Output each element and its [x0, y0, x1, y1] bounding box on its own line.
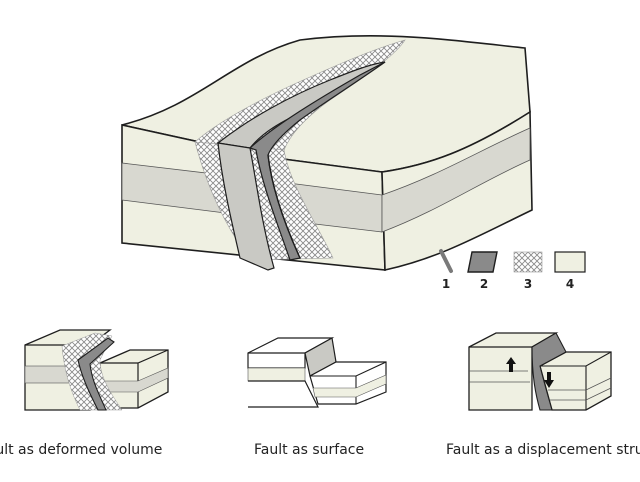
panel-surface: Fault as surface	[247, 337, 387, 458]
fault-line-icon	[439, 249, 453, 273]
legend-number-3: 3	[524, 277, 532, 291]
caption-deformed-volume: Fault as deformed volume	[0, 442, 162, 458]
caption-surface: Fault as surface	[254, 442, 364, 458]
legend-number-2: 2	[480, 277, 488, 291]
damage-zone-icon	[513, 251, 543, 273]
p1-fault-core	[77, 337, 115, 411]
legend-number-1: 1	[442, 277, 450, 291]
layer-band-side	[381, 127, 531, 233]
fault-trace-line	[267, 154, 301, 259]
panel-displacement: Fault as a displacement structure	[446, 332, 640, 458]
fault-core-front	[217, 142, 275, 271]
arrow-up-icon	[506, 357, 516, 372]
legend: 1 2 3 4	[439, 249, 586, 291]
main-fault-block	[121, 35, 533, 271]
caption-displacement: Fault as a displacement structure	[446, 442, 640, 458]
fault-core-icon	[467, 251, 498, 273]
arrow-down-icon	[544, 372, 554, 388]
legend-number-4: 4	[566, 277, 574, 291]
p1-damage-zone	[61, 332, 123, 411]
fault-slip-surface	[248, 61, 386, 261]
panel-deformed-volume: Fault as deformed volume	[0, 329, 169, 458]
p3-fault-band	[531, 332, 567, 411]
host-rock-icon	[554, 251, 586, 273]
